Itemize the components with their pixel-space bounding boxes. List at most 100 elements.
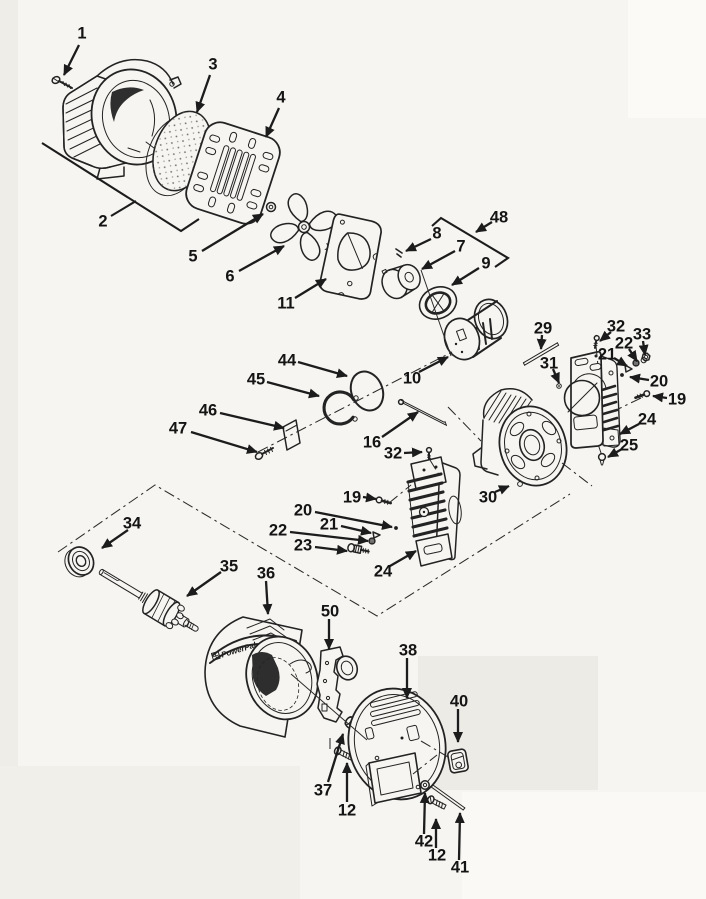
cl-pump-upper (447, 406, 482, 442)
part-pin-21-lower (372, 531, 381, 539)
callout-2: 2 (98, 200, 137, 231)
part-gasket (319, 213, 382, 300)
part-ring-22-lower (368, 537, 376, 545)
callout-5: 5 (188, 213, 264, 266)
part-tie-rod (430, 784, 466, 811)
callout-34: 34 (101, 515, 142, 549)
part-bracket-50 (316, 646, 359, 723)
callout-4: 4 (264, 89, 286, 138)
callout-12b: 12 (428, 818, 446, 865)
callout-label-34: 34 (123, 515, 142, 533)
cl-head-24a (561, 462, 593, 487)
part-cylinder-head-upper (563, 350, 621, 454)
part-eccentric-spool (443, 298, 509, 361)
axis-motor-to-cover (290, 673, 368, 741)
callout-24b: 24 (374, 550, 417, 581)
callout-label-23: 23 (294, 537, 312, 555)
callout-label-2: 2 (98, 213, 107, 231)
callout-7: 7 (421, 238, 466, 271)
axis-valve-train (257, 351, 453, 453)
part-mounting-screw-1 (51, 75, 73, 89)
callout-22b: 22 (269, 522, 369, 545)
callout-33: 33 (633, 326, 651, 356)
callout-47: 47 (169, 420, 258, 454)
callout-label-48: 48 (490, 209, 508, 227)
callout-label-47: 47 (169, 420, 187, 438)
part-pump-housing (472, 388, 568, 487)
callout-label-3: 3 (208, 56, 217, 74)
callout-25: 25 (607, 437, 638, 458)
callout-label-21b: 21 (320, 516, 338, 534)
callout-label-32b: 32 (384, 445, 402, 463)
cl-clip-40 (420, 740, 449, 758)
callout-21b: 21 (320, 516, 372, 536)
callout-label-6: 6 (225, 268, 234, 286)
part-piston-rod (397, 398, 447, 426)
callout-label-29: 29 (534, 320, 552, 338)
bracket-group-2 (41, 142, 200, 233)
callout-label-1: 1 (77, 25, 86, 43)
callout-46: 46 (199, 402, 285, 431)
callout-23: 23 (294, 537, 348, 555)
callout-11: 11 (277, 278, 327, 313)
callout-label-21a: 21 (598, 346, 616, 364)
callout-label-9: 9 (481, 255, 490, 273)
cl-nut-42 (412, 754, 438, 775)
callout-29: 29 (534, 320, 552, 350)
callout-20b: 20 (294, 502, 393, 530)
callout-label-19b: 19 (343, 489, 361, 507)
callout-label-4: 4 (276, 89, 286, 107)
callout-32a: 32 (599, 318, 625, 342)
part-bushing-cup (381, 263, 421, 300)
part-dowel-pin (522, 342, 560, 366)
part-terminal-clip (447, 748, 469, 774)
callout-21a: 21 (598, 346, 628, 367)
part-vent-grille (185, 121, 281, 225)
callout-38: 38 (399, 642, 417, 699)
part-shaft-key (395, 248, 403, 258)
callout-label-33: 33 (633, 326, 651, 344)
part-cylinder-head-lower (406, 456, 462, 567)
callout-10: 10 (403, 355, 449, 388)
callout-32b: 32 (384, 445, 423, 463)
cl-screw-19b (388, 484, 412, 504)
callout-label-35: 35 (220, 558, 238, 576)
callout-label-38: 38 (399, 642, 417, 660)
callout-37: 37 (314, 733, 345, 800)
part-ball-bearing (64, 546, 95, 578)
callout-41: 41 (451, 812, 469, 877)
part-washer-5 (265, 201, 277, 213)
callout-label-32a: 32 (607, 318, 625, 336)
part-screw-32-lower (425, 446, 433, 460)
callout-19a: 19 (652, 391, 686, 409)
callout-3: 3 (195, 56, 218, 113)
callout-label-36: 36 (257, 565, 275, 583)
part-pin-21-upper (624, 364, 633, 373)
callout-label-44: 44 (278, 352, 297, 370)
callout-label-5: 5 (188, 248, 197, 266)
callout-16: 16 (363, 411, 419, 452)
cl-screw-32a (595, 345, 599, 367)
part-retaining-ring (322, 390, 359, 426)
callout-label-31: 31 (540, 355, 558, 373)
part-dot-20-lower (394, 526, 398, 530)
callout-label-45: 45 (247, 371, 265, 389)
part-speed-nut (420, 780, 430, 790)
cl-screw-19a (611, 397, 642, 413)
callout-label-37: 37 (314, 782, 332, 800)
part-valve-bolt-23 (347, 543, 370, 555)
callout-label-12b: 12 (428, 847, 446, 865)
cl-screw-32b (429, 459, 442, 479)
part-blower-housing (62, 58, 182, 180)
callout-label-16: 16 (363, 434, 381, 452)
part-rotor-armature (98, 568, 199, 632)
part-fan (270, 193, 338, 261)
callout-20a: 20 (629, 373, 668, 391)
callout-label-24b: 24 (374, 563, 393, 581)
part-dot-20-upper (620, 373, 624, 377)
callout-label-41: 41 (451, 859, 469, 877)
callout-label-22b: 22 (269, 522, 287, 540)
callout-label-24a: 24 (638, 411, 657, 429)
